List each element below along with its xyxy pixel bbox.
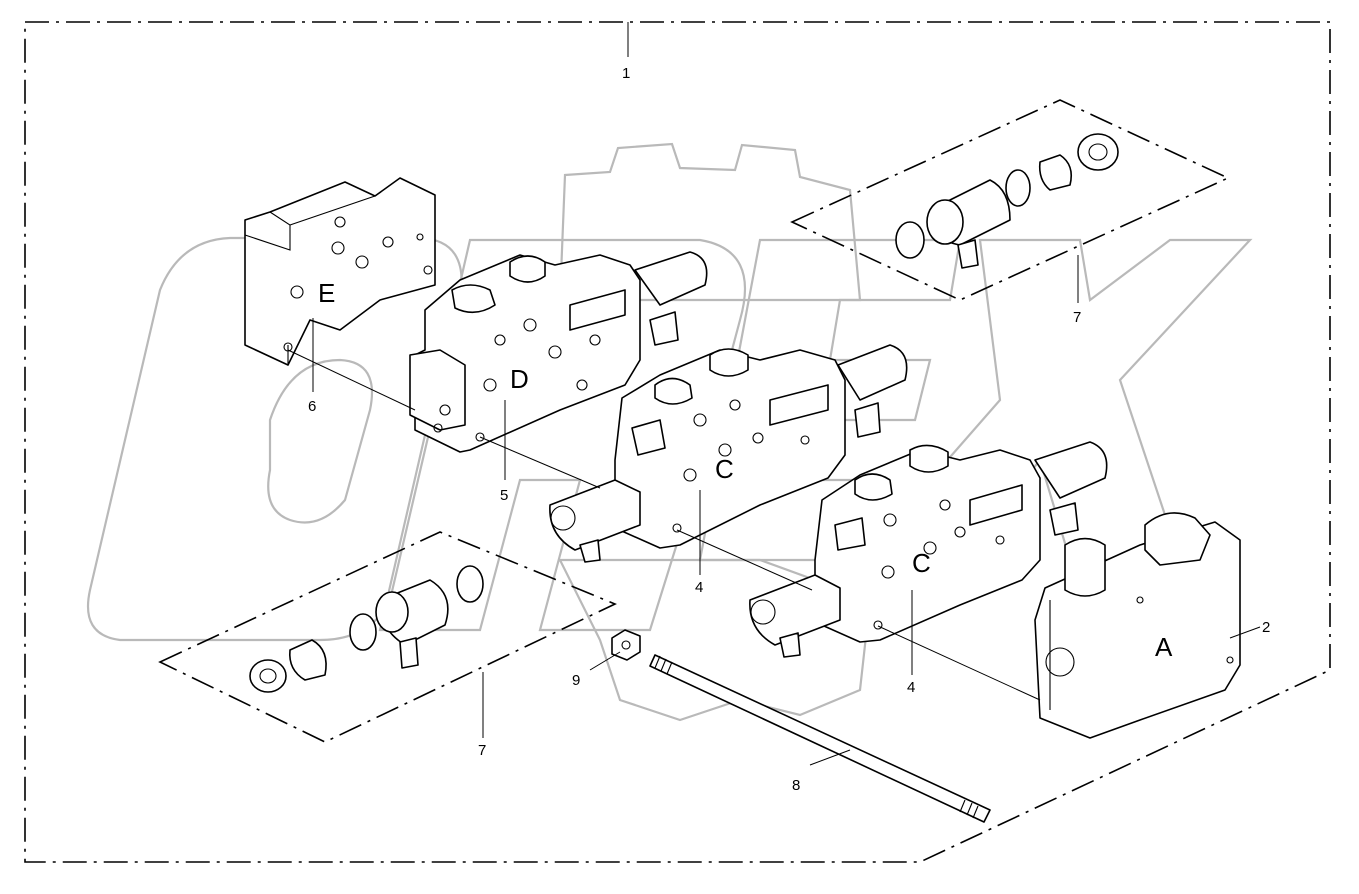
- inlet-section-a: A: [1034, 512, 1241, 739]
- callout-8: 8: [792, 777, 800, 794]
- section-letter-a: A: [1155, 632, 1173, 662]
- callout-4-a: 4: [695, 579, 703, 596]
- section-letter-d: D: [510, 364, 529, 394]
- seal-kit-boundary-upper: [790, 99, 1230, 301]
- valve-section-c-1: C: [549, 344, 908, 563]
- seal-kit-parts-lower: [249, 565, 484, 693]
- callout-4-b: 4: [907, 679, 915, 696]
- section-letter-c-1: C: [715, 454, 734, 484]
- seal-kit-parts-upper: [895, 133, 1119, 269]
- callout-5: 5: [500, 487, 508, 504]
- valve-section-d: D: [409, 251, 708, 453]
- hex-nut: [611, 629, 641, 661]
- callout-1: 1: [622, 65, 630, 82]
- tie-rod: [649, 654, 991, 823]
- valve-section-c-2: C: [749, 441, 1108, 658]
- section-letter-c-2: C: [912, 548, 931, 578]
- assembly-boundary: [24, 21, 1331, 863]
- end-cover-e: E: [244, 177, 436, 366]
- callout-7-b: 7: [478, 742, 486, 759]
- callout-9: 9: [572, 672, 580, 689]
- section-letter-e: E: [318, 278, 335, 308]
- callout-6: 6: [308, 398, 316, 415]
- leader-lines: [312, 22, 1261, 766]
- callout-7-a: 7: [1073, 309, 1081, 326]
- callout-2: 2: [1262, 619, 1270, 636]
- seal-kit-boundary-lower: [158, 531, 617, 743]
